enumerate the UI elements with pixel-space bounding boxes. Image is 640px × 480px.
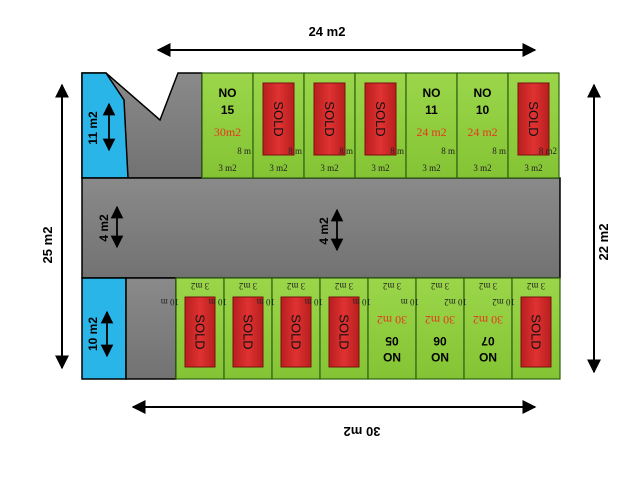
plot-front-dim: 3 m2	[422, 163, 440, 173]
plot-no-label: NO	[423, 86, 441, 100]
plot-number: 15	[221, 103, 235, 117]
left-dimension-label: 25 m2	[40, 227, 55, 264]
sold-badge	[364, 82, 397, 156]
plot-front-dim: 3 m2	[320, 163, 338, 173]
plot-number: 05	[385, 334, 399, 348]
sold-label: SOLD	[241, 314, 256, 349]
plot-front-dim: 3 m2	[479, 281, 497, 291]
plot-top-0	[201, 72, 254, 179]
plot-side-dim: 8 m	[339, 146, 353, 156]
plot-side-dim: 10 m2	[444, 297, 467, 307]
plot-bottom-6	[463, 277, 513, 380]
sold-badge	[280, 296, 312, 368]
sold-badge	[262, 82, 295, 156]
plot-side-dim: 10 m2	[492, 297, 515, 307]
top-dimension-label: 24 m2	[309, 24, 346, 39]
road-center-label: 4 m2	[317, 217, 331, 245]
sold-label: SOLD	[322, 101, 337, 136]
plot-front-dim: 3 m2	[335, 281, 353, 291]
plot-front-dim: 3 m2	[218, 163, 236, 173]
sold-badge	[517, 82, 550, 156]
plot-front-dim: 3 m2	[431, 281, 449, 291]
plot-side-dim: 10 m	[161, 297, 179, 307]
plot-side-dim: 8 m	[441, 146, 455, 156]
sold-badge	[328, 296, 360, 368]
sold-label: SOLD	[337, 314, 352, 349]
plot-area: 30m2	[214, 125, 241, 139]
plot-side-dim: 8 m	[390, 146, 404, 156]
sold-badge	[232, 296, 264, 368]
plot-front-dim: 3 m2	[239, 281, 257, 291]
plot-front-dim: 3 m2	[371, 163, 389, 173]
plot-number: 06	[433, 334, 447, 348]
plot-bottom-4	[367, 277, 417, 380]
sold-label: SOLD	[289, 314, 304, 349]
plot-front-dim: 3 m2	[269, 163, 287, 173]
plot-side-dim: 8 m	[492, 146, 506, 156]
plot-area: 30 m2	[377, 313, 407, 327]
plot-area: 30 m2	[425, 313, 455, 327]
plot-front-dim: 3 m2	[473, 163, 491, 173]
road-left-label: 4 m2	[97, 214, 111, 242]
plot-number: 11	[425, 103, 438, 117]
plot-no-label: NO	[474, 86, 492, 100]
sold-badge	[184, 296, 216, 368]
bottom-dimension-label: 30 m2	[344, 424, 381, 439]
plot-side-dim: 8 m	[288, 146, 302, 156]
plot-front-dim: 3 m2	[524, 163, 542, 173]
sold-label: SOLD	[193, 314, 208, 349]
plot-front-dim: 3 m2	[191, 281, 209, 291]
plot-side-dim: 10 m	[209, 297, 227, 307]
sold-label: SOLD	[529, 314, 544, 349]
plot-number: 10	[476, 103, 490, 117]
plot-bottom-5	[415, 277, 465, 380]
plot-area: 24 m2	[467, 125, 497, 139]
plot-number: 07	[481, 334, 495, 348]
plot-area: 30 m2	[473, 313, 503, 327]
plot-front-dim: 3 m2	[383, 281, 401, 291]
plot-no-label: NO	[219, 86, 237, 100]
blue-top-label: 11 m2	[86, 111, 100, 145]
sold-badge	[313, 82, 346, 156]
sold-badge	[520, 296, 552, 368]
plot-front-dim: 3 m2	[287, 281, 305, 291]
plot-no-label: NO	[383, 350, 401, 364]
plot-side-dim: 10 m	[353, 297, 371, 307]
plot-side-dim: 10 m	[305, 297, 323, 307]
sold-label: SOLD	[526, 101, 541, 136]
right-dimension-label: 22 m2	[596, 224, 611, 261]
blue-bottom-label: 10 m2	[86, 317, 100, 351]
plot-area: 24 m2	[416, 125, 446, 139]
plot-no-label: NO	[479, 350, 497, 364]
plot-side-dim: 10 m	[257, 297, 275, 307]
plot-side-dim: 8 m2	[539, 146, 557, 156]
bottom-gray-strip	[125, 277, 177, 380]
plot-side-dim: 8 m	[237, 146, 251, 156]
plot-top-6	[507, 72, 560, 179]
plot-side-dim: 10 m	[401, 297, 419, 307]
sold-label: SOLD	[373, 101, 388, 136]
plot-top-4	[405, 72, 458, 179]
plot-front-dim: 3 m2	[527, 281, 545, 291]
sold-label: SOLD	[271, 101, 286, 136]
road	[81, 177, 561, 279]
plot-no-label: NO	[431, 350, 449, 364]
